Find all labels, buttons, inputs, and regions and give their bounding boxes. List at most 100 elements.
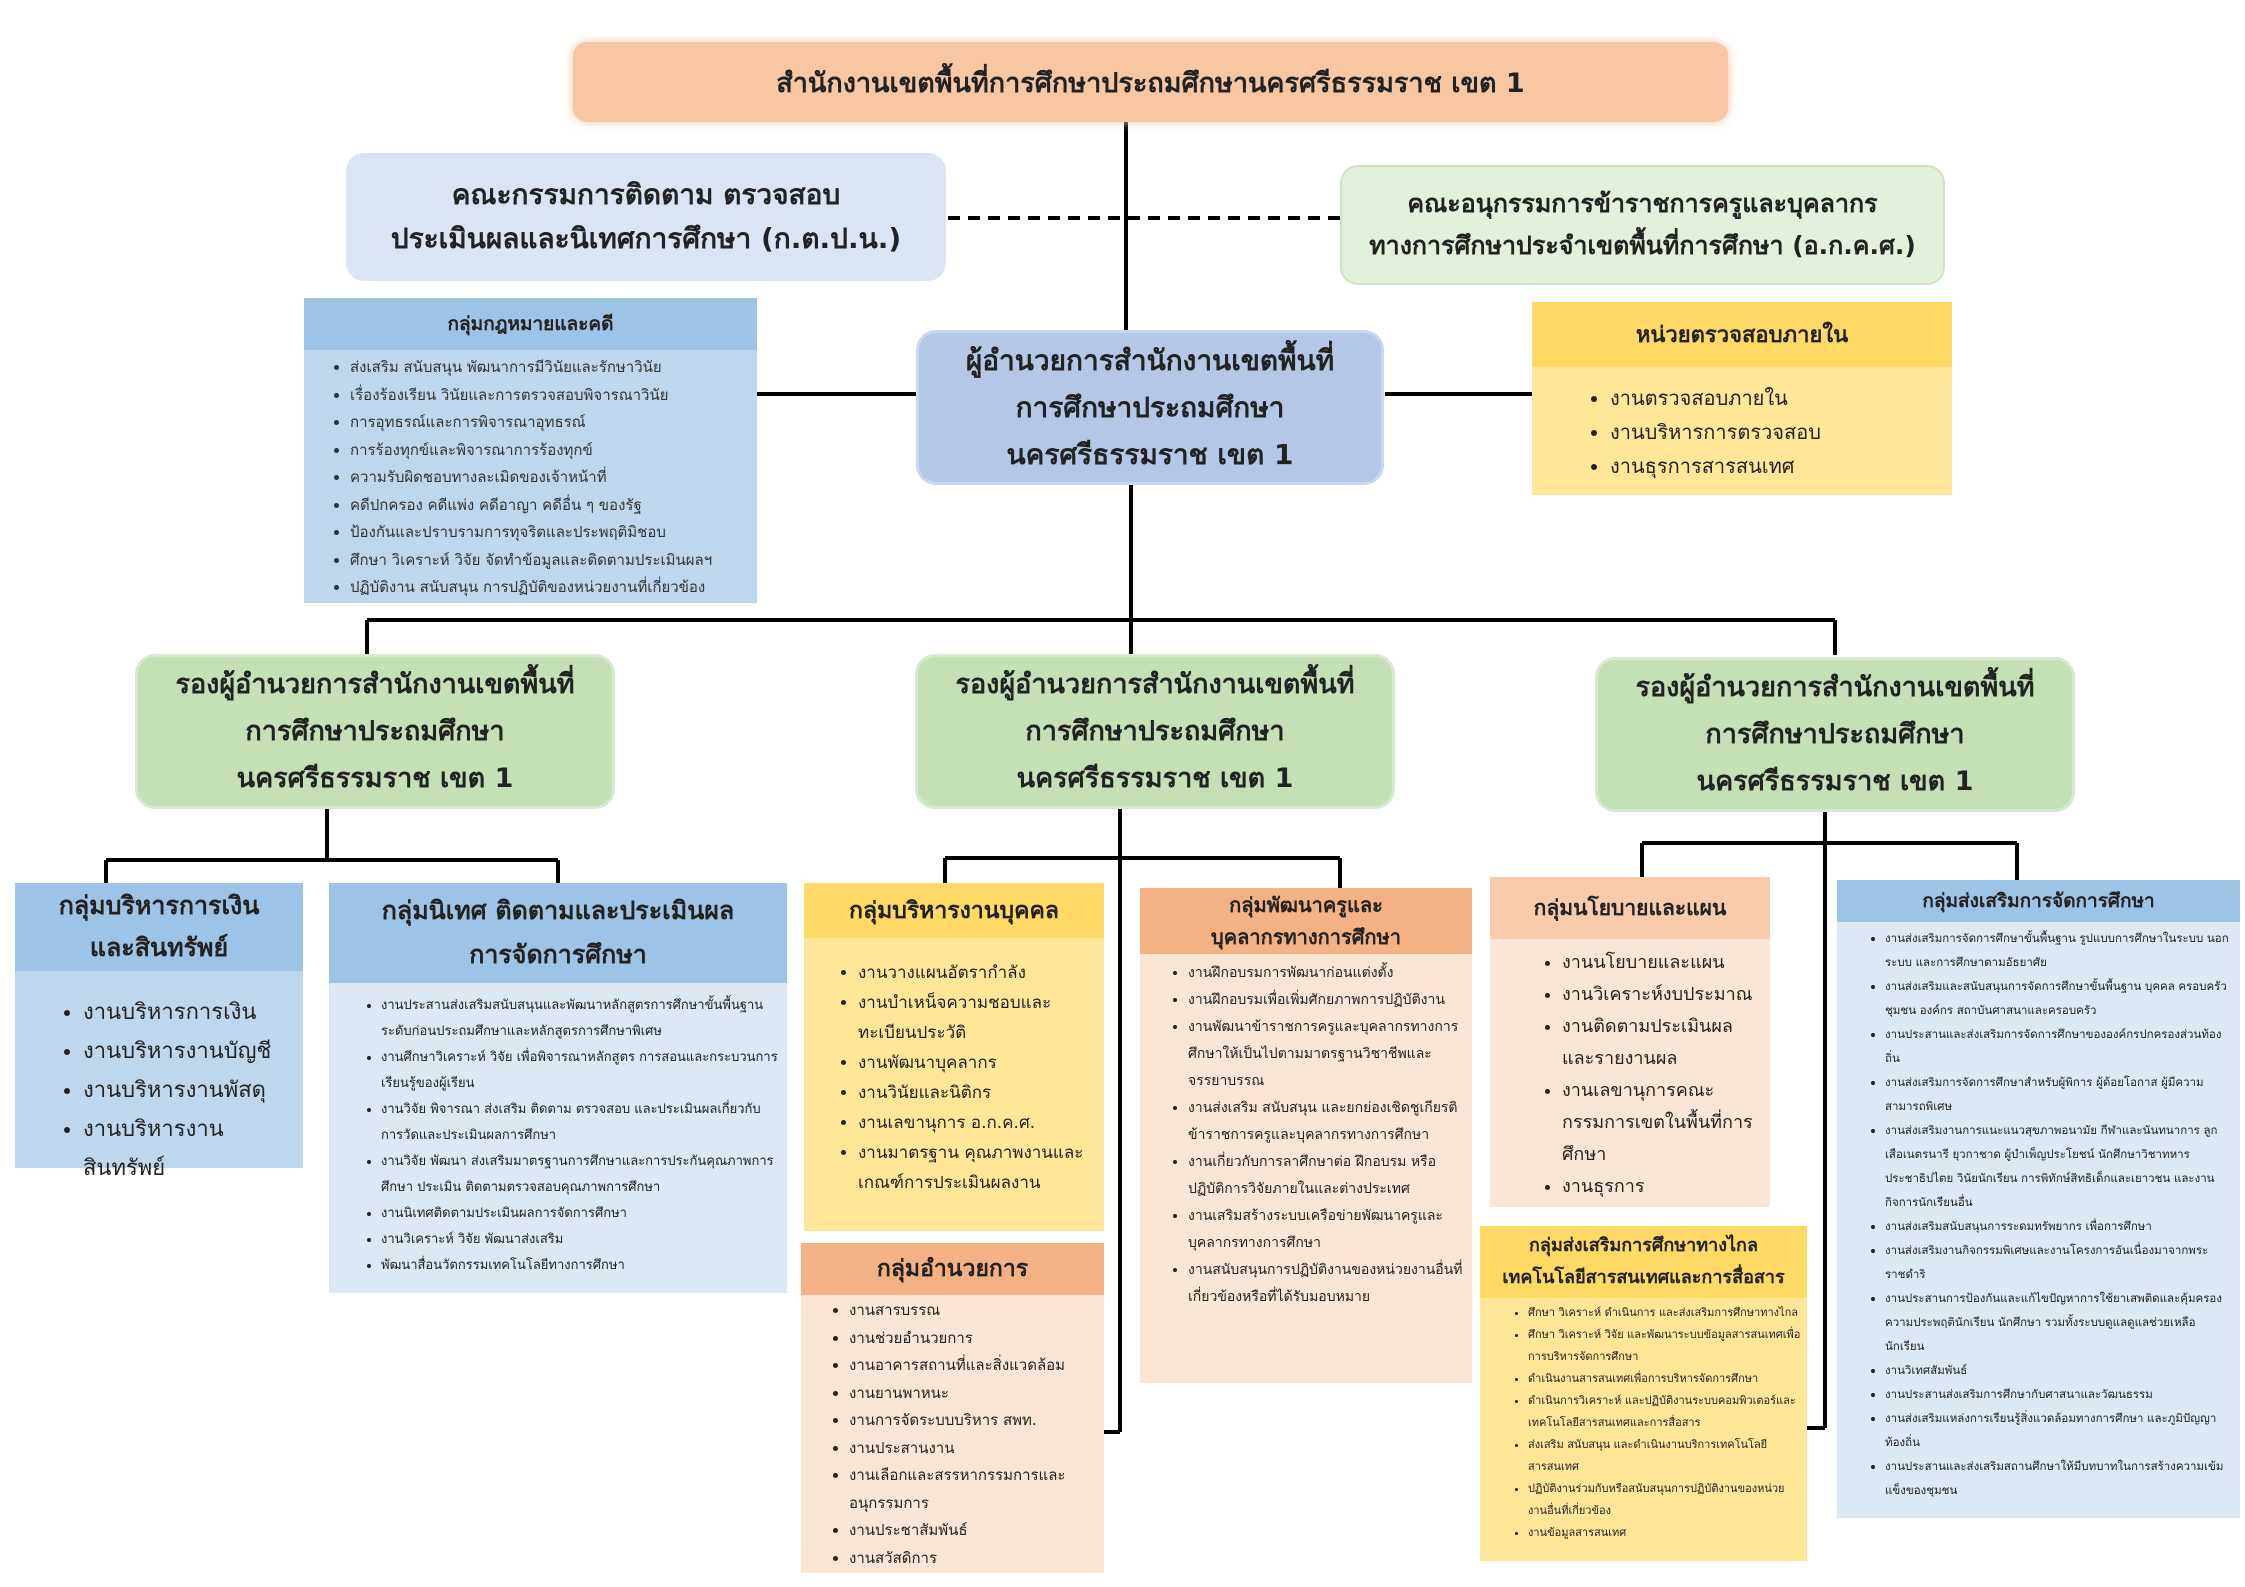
list-item: งานวางแผนอัตรากำลัง [858, 958, 1098, 988]
list-item: ดำเนินการวิเคราะห์ และปฏิบัติงานระบบคอมพ… [1528, 1390, 1801, 1434]
supervision-group: กลุ่มนิเทศ ติดตามและประเมินผล การจัดการศ… [329, 883, 787, 1293]
list-item: งานช่วยอำนวยการ [849, 1325, 1098, 1353]
list-item: งานวิจัย พัฒนา ส่งเสริมมาตรฐานการศึกษาแล… [381, 1149, 779, 1201]
list-item: งานส่งเสริมงานการแนะแนวสุขภาพอนามัย กีฬา… [1885, 1118, 2234, 1214]
deputy-line2: การศึกษาประถมศึกษา [1705, 719, 1965, 750]
admin-group: กลุ่มอำนวยการ งานสารบรรณ งานช่วยอำนวยการ… [801, 1243, 1104, 1573]
list-item: ความรับผิดชอบทางละเมิดของเจ้าหน้าที่ [350, 464, 757, 492]
list-item: ศึกษา วิเคราะห์ วิจัย จัดทำข้อมูลและติดต… [350, 547, 757, 575]
finance-group: กลุ่มบริหารการเงิน และสินทรัพย์ งานบริหา… [15, 883, 303, 1181]
list-item: งานฝึกอบรมเพื่อเพิ่มศักยภาพการปฏิบัติงาน [1188, 987, 1464, 1014]
list-item: งานธุรการ [1562, 1171, 1764, 1203]
committee-right-line1: คณะอนุกรรมการข้าราชการครูและบุคลากร [1407, 189, 1878, 218]
audit-group-title: หน่วยตรวจสอบภายใน [1635, 323, 1849, 348]
committee-left-line1: คณะกรรมการติดตาม ตรวจสอบ [451, 178, 841, 211]
committee-right-box: คณะอนุกรรมการข้าราชการครูและบุคลากร ทางก… [1340, 165, 1945, 285]
list-item: งานวิเคราะห์ วิจัย พัฒนาส่งเสริม [381, 1227, 779, 1253]
list-item: ปฏิบัติงาน สนับสนุน การปฏิบัติของหน่วยงา… [350, 574, 757, 602]
audit-group-header: หน่วยตรวจสอบภายใน [1532, 302, 1952, 367]
finance-group-list: งานบริหารการเงิน งานบริหารงานบัญชี งานบร… [15, 971, 303, 1188]
list-item: งานส่งเสริม สนับสนุน และยกย่องเชิดชูเกีย… [1188, 1095, 1464, 1149]
finance-group-title-line1: กลุ่มบริหารการเงิน [58, 891, 260, 920]
deputy-line3: นครศรีธรรมราช เขต 1 [1696, 766, 1974, 797]
list-item: งานส่งเสริมการจัดการศึกษาขั้นพื้นฐาน รูป… [1885, 926, 2234, 974]
policy-group-title: กลุ่มนโยบายและแผน [1533, 895, 1727, 920]
list-item: งานส่งเสริมและสนับสนุนการจัดการศึกษาขั้น… [1885, 974, 2234, 1022]
personnel-group-title: กลุ่มบริหารงานบุคคล [849, 897, 1059, 924]
list-item: งานยานพาหนะ [849, 1380, 1098, 1408]
list-item: งานเกี่ยวกับการลาศึกษาต่อ ฝึกอบรม หรือปฏ… [1188, 1149, 1464, 1203]
list-item: งานวิจัย พิจารณา ส่งเสริม ติดตาม ตรวจสอบ… [381, 1097, 779, 1149]
distance-group: กลุ่มส่งเสริมการศึกษาทางไกล เทคโนโลยีสาร… [1480, 1226, 1807, 1561]
top-office-title: สำนักงานเขตพื้นที่การศึกษาประถมศึกษานครศ… [776, 67, 1525, 99]
list-item: การร้องทุกข์และพิจารณาการร้องทุกข์ [350, 437, 757, 465]
teacher-dev-group-title-line1: กลุ่มพัฒนาครูและ [1229, 893, 1383, 917]
admin-group-list: งานสารบรรณ งานช่วยอำนวยการ งานอาคารสถานท… [801, 1295, 1104, 1572]
director-box: ผู้อำนวยการสำนักงานเขตพื้นที่ การศึกษาปร… [916, 330, 1384, 485]
legal-group-header: กลุ่มกฎหมายและคดี [304, 298, 757, 350]
list-item: งานตรวจสอบภายใน [1610, 381, 1952, 415]
list-item: ป้องกันและปราบรามการทุจริตและประพฤติมิชอ… [350, 519, 757, 547]
distance-group-header: กลุ่มส่งเสริมการศึกษาทางไกล เทคโนโลยีสาร… [1480, 1226, 1807, 1298]
list-item: ส่งเสริม สนับสนุน และดำเนินงานบริการเทคโ… [1528, 1434, 1801, 1478]
list-item: งานสารบรรณ [849, 1297, 1098, 1325]
list-item: เรื่องร้องเรียน วินัยและการตรวจสอบพิจารณ… [350, 382, 757, 410]
list-item: งานมาตรฐาน คุณภาพงานและเกณฑ์การประเมินผล… [858, 1138, 1098, 1198]
policy-group-header: กลุ่มนโยบายและแผน [1490, 877, 1770, 939]
finance-group-title-line2: และสินทรัพย์ [89, 933, 229, 962]
audit-group: หน่วยตรวจสอบภายใน งานตรวจสอบภายใน งานบริ… [1532, 302, 1952, 495]
list-item: งานวินัยและนิติกร [858, 1078, 1098, 1108]
list-item: งานศึกษาวิเคราะห์ วิจัย เพื่อพิจารณาหลัก… [381, 1045, 779, 1097]
legal-group: กลุ่มกฎหมายและคดี ส่งเสริม สนับสนุน พัฒน… [304, 298, 757, 603]
list-item: งานพัฒนาบุคลากร [858, 1048, 1098, 1078]
list-item: ดำเนินงานสารสนเทศเพื่อการบริหารจัดการศึก… [1528, 1368, 1801, 1390]
distance-group-title-line2: เทคโนโลยีสารสนเทศและการสื่อสาร [1502, 1267, 1785, 1288]
list-item: งานนโยบายและแผน [1562, 947, 1764, 979]
list-item: งานประชาสัมพันธ์ [849, 1517, 1098, 1545]
list-item: งานธุรการสารสนเทศ [1610, 449, 1952, 483]
teacher-dev-group: กลุ่มพัฒนาครูและ บุคลากรทางการศึกษา งานฝ… [1140, 888, 1472, 1383]
list-item: ปฏิบัติงานร่วมกับหรือสนับสนุนการปฏิบัติง… [1528, 1478, 1801, 1522]
list-item: งานส่งเสริมการจัดการศึกษาสำหรับผู้พิการ … [1885, 1070, 2234, 1118]
promotion-group-list: งานส่งเสริมการจัดการศึกษาขั้นพื้นฐาน รูป… [1837, 922, 2240, 1502]
deputy-line3: นครศรีธรรมราช เขต 1 [1016, 763, 1294, 794]
director-line1: ผู้อำนวยการสำนักงานเขตพื้นที่ [965, 344, 1335, 377]
list-item: งานบริหารงานพัสดุ [83, 1071, 303, 1110]
legal-group-title: กลุ่มกฎหมายและคดี [447, 313, 614, 335]
admin-group-title: กลุ่มอำนวยการ [876, 1256, 1029, 1282]
list-item: งานพัฒนาข้าราชการครูและบุคลากรทางการศึกษ… [1188, 1014, 1464, 1095]
list-item: ศึกษา วิเคราะห์ ดำเนินการ และส่งเสริมการ… [1528, 1302, 1801, 1324]
teacher-dev-group-list: งานฝึกอบรมการพัฒนาก่อนแต่งตั้ง งานฝึกอบร… [1140, 954, 1472, 1311]
deputy-right-box: รองผู้อำนวยการสำนักงานเขตพื้นที่ การศึกษ… [1595, 657, 2075, 812]
list-item: งานส่งเสริมสนับสนุนการระดมทรัพยากร เพื่อ… [1885, 1214, 2234, 1238]
deputy-left-box: รองผู้อำนวยการสำนักงานเขตพื้นที่ การศึกษ… [135, 654, 615, 809]
list-item: งานสวัสดิการ [849, 1545, 1098, 1573]
personnel-group-list: งานวางแผนอัตรากำลัง งานบำเหน็จความชอบและ… [804, 938, 1104, 1198]
top-office-box: สำนักงานเขตพื้นที่การศึกษาประถมศึกษานครศ… [573, 42, 1728, 122]
distance-group-list: ศึกษา วิเคราะห์ ดำเนินการ และส่งเสริมการ… [1480, 1298, 1807, 1544]
deputy-line1: รองผู้อำนวยการสำนักงานเขตพื้นที่ [1635, 672, 2035, 703]
deputy-line2: การศึกษาประถมศึกษา [245, 716, 505, 747]
list-item: คดีปกครอง คดีแพ่ง คดีอาญา คดีอื่น ๆ ของร… [350, 492, 757, 520]
list-item: งานวิเคราะห์งบประมาณ [1562, 979, 1764, 1011]
promotion-group: กลุ่มส่งเสริมการจัดการศึกษา งานส่งเสริมก… [1837, 880, 2240, 1518]
list-item: งานประสานและส่งเสริมสถานศึกษาให้มีบทบาทใ… [1885, 1454, 2234, 1502]
list-item: งานการจัดระบบบริหาร สพท. [849, 1407, 1098, 1435]
personnel-group-header: กลุ่มบริหารงานบุคคล [804, 883, 1104, 938]
list-item: งานบริหารการเงิน [83, 993, 303, 1032]
deputy-line2: การศึกษาประถมศึกษา [1025, 716, 1285, 747]
list-item: งานวิเทศสัมพันธ์ [1885, 1358, 2234, 1382]
list-item: งานบริหารงานบัญชี [83, 1032, 303, 1071]
list-item: งานติดตามประเมินผลและรายงานผล [1562, 1011, 1764, 1075]
supervision-group-list: งานประสานส่งเสริมสนับสนุนและพัฒนาหลักสูต… [329, 983, 787, 1279]
promotion-group-title: กลุ่มส่งเสริมการจัดการศึกษา [1922, 890, 2155, 912]
supervision-group-header: กลุ่มนิเทศ ติดตามและประเมินผล การจัดการศ… [329, 883, 787, 983]
list-item: งานฝึกอบรมการพัฒนาก่อนแต่งตั้ง [1188, 960, 1464, 987]
list-item: งานประสานส่งเสริมการศึกษากับศาสนาและวัฒน… [1885, 1382, 2234, 1406]
list-item: การอุทธรณ์และการพิจารณาอุทธรณ์ [350, 409, 757, 437]
list-item: งานบำเหน็จความชอบและทะเบียนประวัติ [858, 988, 1098, 1048]
list-item: งานประสานส่งเสริมสนับสนุนและพัฒนาหลักสูต… [381, 993, 779, 1045]
list-item: งานเลขานุการ อ.ก.ค.ศ. [858, 1108, 1098, 1138]
list-item: พัฒนาสื่อนวัตกรรมเทคโนโลยีทางการศึกษา [381, 1253, 779, 1279]
